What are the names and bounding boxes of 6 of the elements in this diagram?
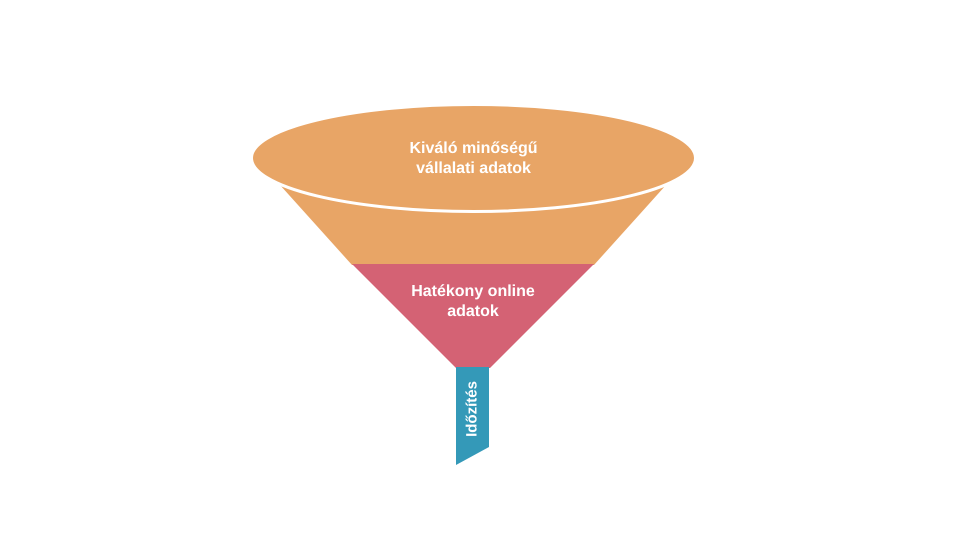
funnel-label: Kiváló minőségű vállalati adatok	[408, 139, 539, 179]
funnel-top-ellipse	[250, 103, 697, 213]
funnel-label: Időzítés	[463, 381, 482, 437]
funnel-spout	[456, 367, 489, 465]
funnel-label: Hatékony online adatok	[410, 282, 536, 322]
funnel-section	[352, 264, 594, 368]
